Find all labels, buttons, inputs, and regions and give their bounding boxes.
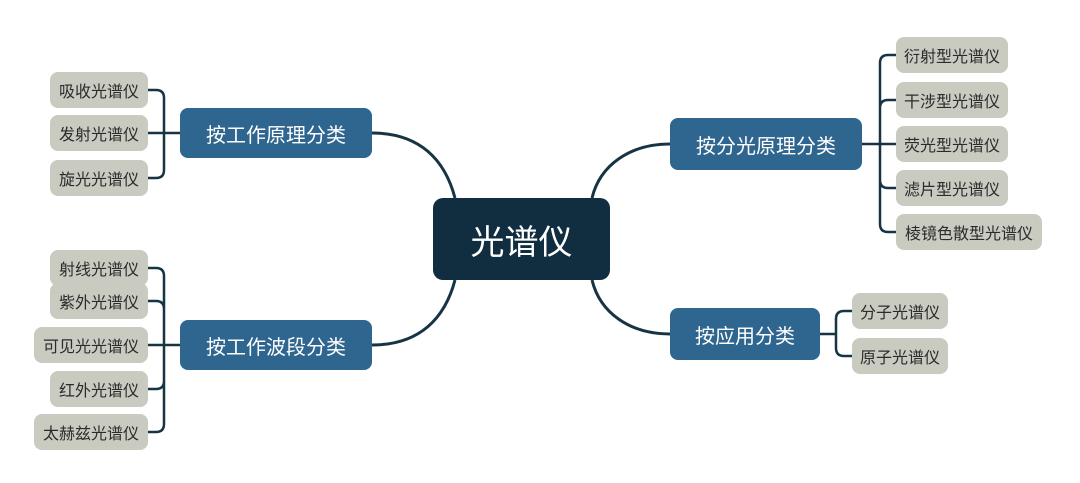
leaf-node[interactable]: 吸收光谱仪 <box>50 72 148 108</box>
leaf-node[interactable]: 红外光谱仪 <box>50 371 148 407</box>
branch-principle[interactable]: 按工作原理分类 <box>180 108 372 158</box>
branch-band[interactable]: 按工作波段分类 <box>180 320 372 370</box>
bracket-application <box>820 309 852 358</box>
leaf-node[interactable]: 可见光光谱仪 <box>34 327 148 363</box>
leaf-node[interactable]: 荧光型光谱仪 <box>896 126 1008 162</box>
leaf-node[interactable]: 滤片型光谱仪 <box>896 170 1008 206</box>
leaf-node[interactable]: 衍射型光谱仪 <box>896 37 1008 73</box>
leaf-node[interactable]: 太赫兹光谱仪 <box>34 414 148 450</box>
connector-root-band <box>371 279 457 347</box>
branch-dispersion[interactable]: 按分光原理分类 <box>670 118 862 170</box>
connector-root-application <box>590 279 671 336</box>
connector-root-principle <box>371 131 457 199</box>
bracket-dispersion <box>862 53 896 234</box>
leaf-node[interactable]: 紫外光谱仪 <box>50 283 148 319</box>
leaf-node[interactable]: 棱镜色散型光谱仪 <box>896 214 1042 250</box>
leaf-node[interactable]: 射线光谱仪 <box>50 250 148 286</box>
leaf-node[interactable]: 干涉型光谱仪 <box>896 82 1008 118</box>
leaf-node[interactable]: 分子光谱仪 <box>852 293 948 329</box>
leaf-node[interactable]: 原子光谱仪 <box>852 338 948 374</box>
connector-root-dispersion <box>590 142 671 199</box>
bracket-principle <box>148 88 180 180</box>
leaf-node[interactable]: 发射光谱仪 <box>50 115 148 151</box>
bracket-band <box>148 266 180 434</box>
branch-application[interactable]: 按应用分类 <box>670 308 820 360</box>
root-node[interactable]: 光谱仪 <box>433 198 610 280</box>
leaf-node[interactable]: 旋光光谱仪 <box>50 160 148 196</box>
